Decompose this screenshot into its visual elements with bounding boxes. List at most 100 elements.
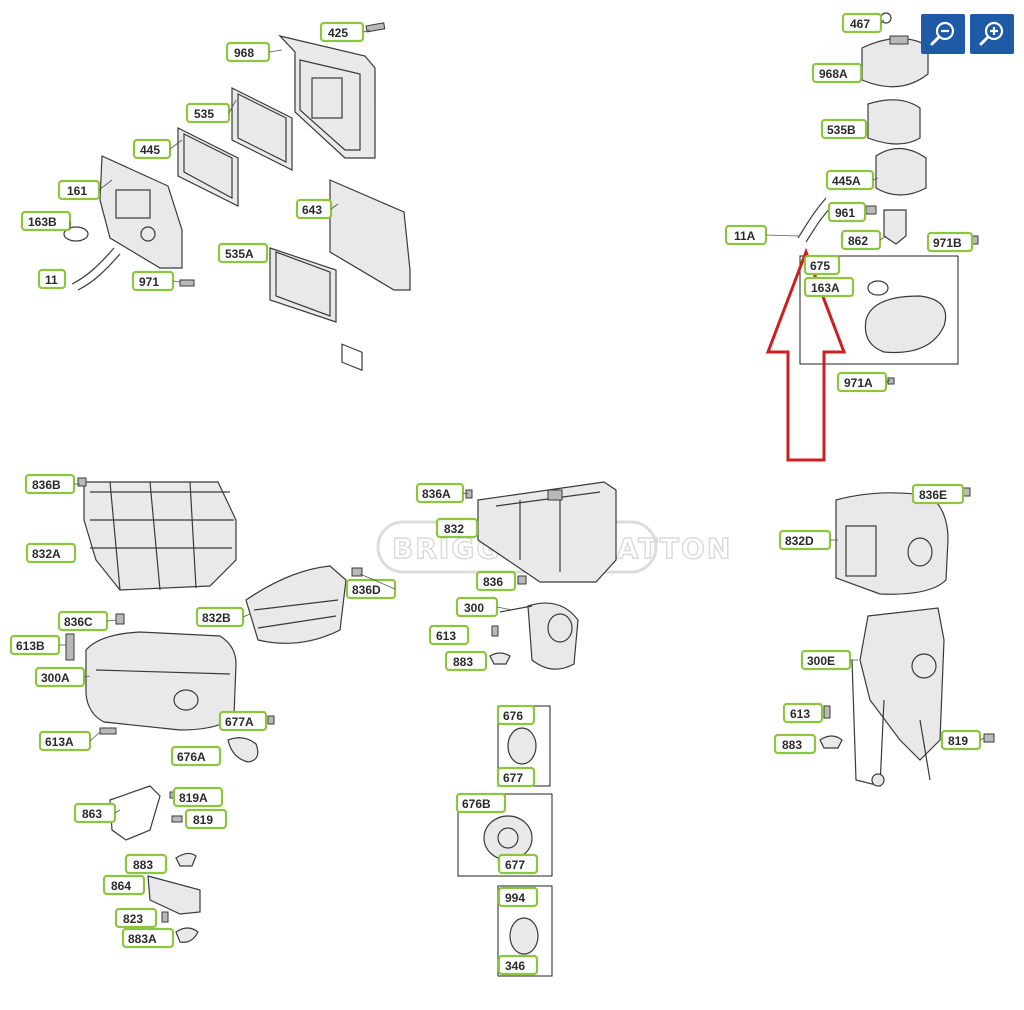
label-11A[interactable]: 11A	[724, 224, 768, 246]
label-971B[interactable]: 971B	[926, 231, 974, 253]
label-346[interactable]: 346	[497, 954, 539, 976]
label-163B[interactable]: 163B	[20, 210, 72, 232]
part-961-screw	[865, 205, 877, 215]
part-883-clip-right	[819, 735, 843, 749]
part-613B-bolt	[65, 633, 75, 661]
label-836C[interactable]: 836C	[57, 610, 109, 632]
label-613A[interactable]: 613A	[38, 730, 92, 752]
label-961[interactable]: 961	[827, 201, 867, 223]
label-676A[interactable]: 676A	[170, 745, 222, 767]
label-677A[interactable]: 677A	[218, 710, 268, 732]
label-832A[interactable]: 832A	[25, 542, 77, 564]
label-968[interactable]: 968	[225, 41, 271, 63]
svg-text:883: 883	[782, 738, 802, 752]
part-819-nut	[171, 815, 183, 823]
label-300E[interactable]: 300E	[800, 649, 852, 671]
label-819A[interactable]: 819A	[172, 786, 224, 808]
svg-text:300A: 300A	[41, 671, 70, 685]
label-994[interactable]: 994	[497, 886, 539, 908]
svg-text:836C: 836C	[64, 615, 93, 629]
part-836C-screw	[115, 613, 125, 625]
label-836B[interactable]: 836B	[24, 473, 76, 495]
part-883-clip	[175, 852, 197, 867]
svg-text:836B: 836B	[32, 478, 61, 492]
label-675[interactable]: 675	[803, 254, 841, 276]
label-535B[interactable]: 535B	[820, 118, 868, 140]
label-643[interactable]: 643	[295, 198, 333, 220]
label-535[interactable]: 535	[185, 102, 231, 124]
label-836A[interactable]: 836A	[415, 482, 465, 504]
label-535A[interactable]: 535A	[217, 242, 269, 264]
svg-text:535A: 535A	[225, 247, 254, 261]
part-613A-bolt	[99, 727, 117, 735]
label-677-b[interactable]: 677	[497, 853, 539, 875]
svg-text:864: 864	[111, 879, 131, 893]
svg-text:445: 445	[140, 143, 160, 157]
label-863[interactable]: 863	[73, 802, 117, 824]
part-836D-screw	[351, 567, 363, 577]
svg-text:819A: 819A	[179, 791, 208, 805]
label-819-right[interactable]: 819	[940, 729, 982, 751]
svg-text:883A: 883A	[128, 932, 157, 946]
svg-text:832A: 832A	[32, 547, 61, 561]
label-613B[interactable]: 613B	[9, 634, 61, 656]
zoom-in-button[interactable]	[970, 14, 1014, 54]
part-968-cover	[278, 34, 376, 159]
label-677[interactable]: 677	[496, 766, 536, 788]
part-819-nut-right	[983, 733, 995, 743]
label-883-center[interactable]: 883	[444, 650, 488, 672]
part-163B-gasket	[63, 226, 89, 242]
label-163A[interactable]: 163A	[803, 276, 855, 298]
label-467[interactable]: 467	[841, 12, 883, 34]
svg-text:968: 968	[234, 46, 254, 60]
svg-text:643: 643	[302, 203, 322, 217]
svg-text:613A: 613A	[45, 735, 74, 749]
svg-text:11A: 11A	[734, 229, 756, 243]
label-836[interactable]: 836	[475, 570, 517, 592]
label-836D[interactable]: 836D	[345, 578, 397, 600]
label-883A[interactable]: 883A	[121, 927, 175, 949]
label-862[interactable]: 862	[840, 229, 882, 251]
label-300A[interactable]: 300A	[34, 666, 86, 688]
svg-text:535: 535	[194, 107, 214, 121]
label-300[interactable]: 300	[455, 596, 499, 618]
label-968A[interactable]: 968A	[811, 62, 863, 84]
svg-text:677: 677	[503, 771, 523, 785]
svg-text:832D: 832D	[785, 534, 814, 548]
label-613[interactable]: 613	[428, 624, 470, 646]
zoom-in-icon	[979, 21, 1004, 46]
part-836B-screw	[77, 477, 87, 487]
svg-text:676: 676	[503, 709, 523, 723]
label-425[interactable]: 425	[319, 21, 365, 43]
label-883[interactable]: 883	[124, 853, 168, 875]
part-971-screw	[179, 279, 195, 287]
part-832D-housing	[835, 492, 949, 595]
label-11[interactable]: 11	[37, 268, 67, 290]
svg-text:968A: 968A	[819, 67, 848, 81]
label-832B[interactable]: 832B	[195, 606, 245, 628]
zoom-out-button[interactable]	[921, 14, 965, 54]
svg-text:161: 161	[67, 184, 87, 198]
label-971A[interactable]: 971A	[836, 371, 888, 393]
label-445[interactable]: 445	[132, 138, 172, 160]
label-864[interactable]: 864	[102, 874, 146, 896]
label-971[interactable]: 971	[131, 270, 175, 292]
label-445A[interactable]: 445A	[825, 169, 875, 191]
label-883-right[interactable]: 883	[773, 733, 817, 755]
part-11-hose	[71, 247, 121, 291]
label-161[interactable]: 161	[57, 179, 101, 201]
label-676[interactable]: 676	[496, 704, 536, 726]
svg-text:677A: 677A	[225, 715, 254, 729]
label-836E[interactable]: 836E	[911, 483, 965, 505]
label-832[interactable]: 832	[435, 517, 479, 539]
label-832D[interactable]: 832D	[778, 529, 832, 551]
svg-text:676B: 676B	[462, 797, 491, 811]
svg-text:467: 467	[850, 17, 870, 31]
label-613-right[interactable]: 613	[782, 702, 824, 724]
label-819[interactable]: 819	[184, 808, 228, 830]
part-613-bolt	[491, 625, 499, 637]
label-676B[interactable]: 676B	[455, 792, 507, 814]
svg-text:346: 346	[505, 959, 525, 973]
label-823[interactable]: 823	[114, 907, 158, 929]
part-676-shield	[507, 727, 537, 765]
